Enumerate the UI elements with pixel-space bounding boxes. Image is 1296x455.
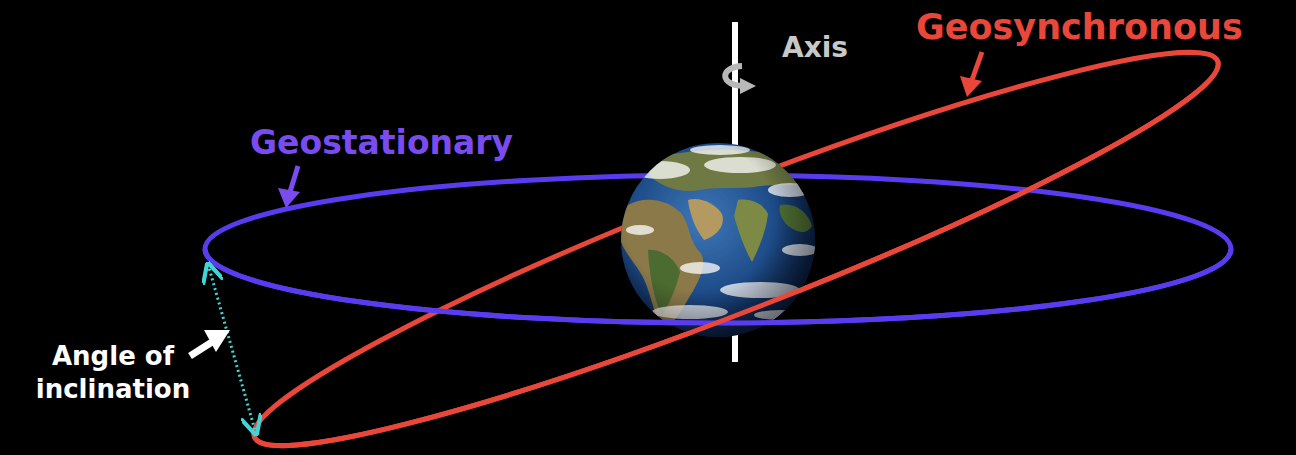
orbit-label: Geosynchronous (916, 6, 1243, 50)
geosynchronous-orbit (232, 3, 1240, 455)
geosynchronous-pointer (960, 52, 982, 97)
rotation-arrow (725, 66, 756, 94)
geosynchronous-orbit-front (232, 3, 1240, 455)
geostationary-pointer (278, 166, 300, 208)
orbit-label: Geostationary (250, 122, 513, 163)
angle-label: Angle of inclination (18, 340, 208, 405)
inclination-pointer (190, 330, 230, 356)
axis-label: Axis (782, 30, 848, 65)
geostationary-orbit-front (205, 249, 1231, 323)
earth-globe (619, 143, 818, 337)
